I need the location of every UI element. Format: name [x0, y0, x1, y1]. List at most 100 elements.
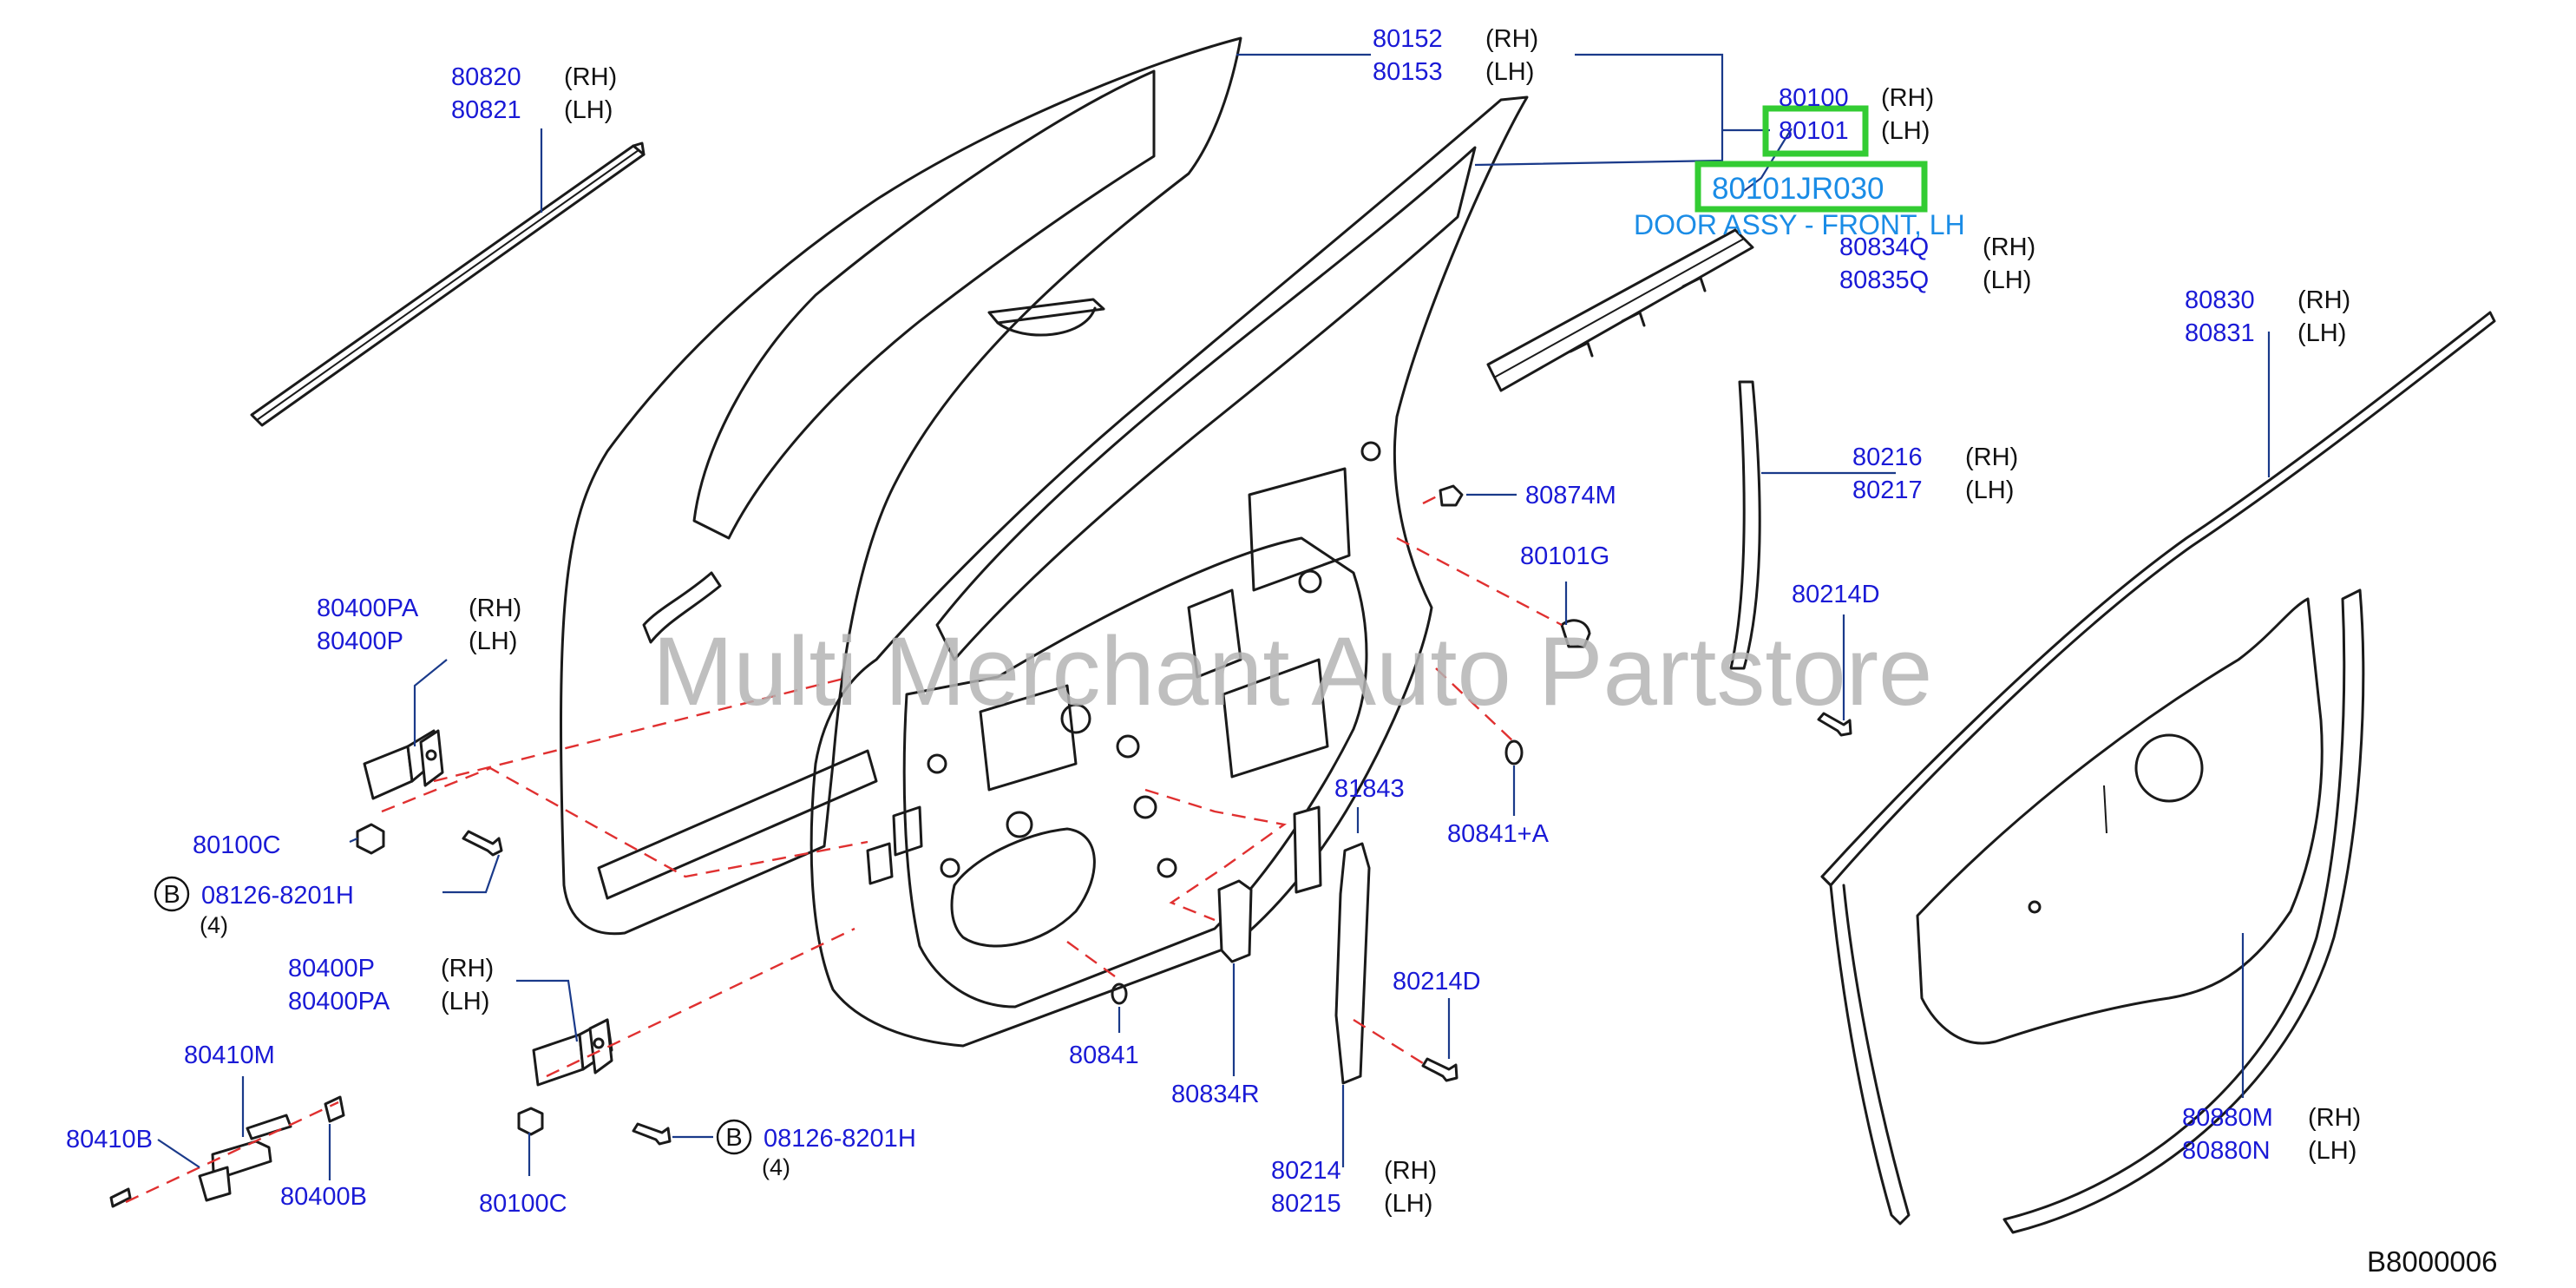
side-indicator: (RH): [469, 595, 521, 622]
side-indicator: (LH): [2308, 1137, 2356, 1165]
label-80410M[interactable]: 80410M: [184, 1042, 275, 1069]
side-indicator: (RH): [564, 63, 617, 91]
label-80400PA-lower[interactable]: 80400PA (LH): [288, 988, 489, 1015]
label-80835Q[interactable]: 80835Q (LH): [1839, 266, 2031, 294]
part-number[interactable]: 08126-8201H: [764, 1125, 916, 1153]
callout-circle: [716, 1119, 752, 1155]
lower-hinge-drawing: [532, 1018, 613, 1087]
label-80820[interactable]: 80820 (RH): [451, 63, 617, 91]
side-indicator: (LH): [1485, 58, 1534, 86]
side-indicator: (LH): [1384, 1190, 1432, 1218]
label-80880N[interactable]: 80880N (LH): [2182, 1137, 2356, 1165]
part-number[interactable]: 80831: [2185, 319, 2255, 347]
highlight-part-number[interactable]: 80101JR030: [1712, 172, 1884, 206]
label-80214[interactable]: 80214 (RH): [1271, 1157, 1437, 1185]
side-indicator: (RH): [1384, 1157, 1437, 1185]
door-sash-rear-drawing: [1729, 380, 1761, 670]
label-80217[interactable]: 80217 (LH): [1852, 476, 2014, 504]
division-bar-drawing: [1486, 228, 1754, 392]
callout-letter: B: [163, 881, 180, 909]
part-number[interactable]: 80400PA: [288, 988, 390, 1015]
callout-circle: [154, 876, 190, 912]
part-number[interactable]: 80830: [2185, 286, 2255, 314]
label-80100C-lower[interactable]: 80100C: [479, 1190, 567, 1218]
label-80830[interactable]: 80830 (RH): [2185, 286, 2350, 314]
label-80214D-lower[interactable]: 80214D: [1393, 968, 1481, 996]
side-indicator: (LH): [1881, 117, 1930, 145]
door-outer-panel-drawing: [560, 36, 1242, 936]
label-80100[interactable]: 80100 (RH): [1779, 84, 1934, 112]
side-indicator: (RH): [441, 955, 494, 982]
label-08126-8201H-upper[interactable]: B 08126-8201H (4): [154, 876, 354, 938]
label-80821[interactable]: 80821 (LH): [451, 96, 613, 124]
label-80410B[interactable]: 80410B: [66, 1126, 153, 1153]
part-number[interactable]: 80835Q: [1839, 266, 1929, 294]
diagram-code: B8000006: [2367, 1245, 2497, 1278]
part-number[interactable]: 80400P: [317, 628, 403, 655]
side-indicator: (RH): [1881, 84, 1934, 112]
part-number[interactable]: 80101: [1779, 117, 1849, 145]
side-indicator: (RH): [1485, 25, 1538, 53]
label-80400B[interactable]: 80400B: [280, 1183, 367, 1211]
label-80834R[interactable]: 80834R: [1171, 1081, 1260, 1108]
part-number[interactable]: 80820: [451, 63, 521, 91]
part-number[interactable]: 80834Q: [1839, 233, 1929, 261]
part-number[interactable]: 80152: [1373, 25, 1443, 53]
label-80841-A[interactable]: 80841+A: [1447, 820, 1550, 848]
dashed-guide-lines: [125, 493, 1563, 1204]
side-indicator: (RH): [1965, 444, 2018, 471]
side-indicator: (LH): [1983, 266, 2031, 294]
label-80400PA-upper[interactable]: 80400PA (RH): [317, 595, 521, 622]
side-indicator: (RH): [2308, 1104, 2361, 1132]
side-indicator: (LH): [564, 96, 613, 124]
label-80841[interactable]: 80841: [1069, 1042, 1139, 1069]
label-80831[interactable]: 80831 (LH): [2185, 319, 2346, 347]
watermark-text: Multi Merchant Auto Partstore: [652, 617, 1932, 726]
label-80400P-lower[interactable]: 80400P (RH): [288, 955, 494, 982]
side-indicator: (RH): [1983, 233, 2035, 261]
label-80400P-upper[interactable]: 80400P (LH): [317, 628, 517, 655]
label-80880M[interactable]: 80880M (RH): [2182, 1104, 2361, 1132]
label-80216[interactable]: 80216 (RH): [1852, 444, 2018, 471]
part-number[interactable]: 80214: [1271, 1157, 1341, 1185]
highlight-description: DOOR ASSY - FRONT, LH: [1634, 209, 1965, 240]
label-80152[interactable]: 80152 (RH): [1373, 25, 1538, 53]
hinge-nut-drawing: [356, 823, 544, 1136]
part-number[interactable]: 08126-8201H: [201, 882, 354, 910]
part-number[interactable]: 80100: [1779, 84, 1849, 112]
selected-part-box: [1762, 105, 1869, 157]
label-81843[interactable]: 81843: [1334, 775, 1405, 803]
label-80101[interactable]: 80101 (LH): [1779, 117, 1930, 145]
part-number[interactable]: 80821: [451, 96, 521, 124]
part-number[interactable]: 80880M: [2182, 1104, 2273, 1132]
door-inner-frame-drawing: [810, 95, 1529, 1048]
side-indicator: (LH): [441, 988, 489, 1015]
part-number[interactable]: 80217: [1852, 476, 1923, 504]
label-80214D-upper[interactable]: 80214D: [1792, 581, 1880, 608]
side-indicator: (RH): [2297, 286, 2350, 314]
part-number[interactable]: 80215: [1271, 1190, 1341, 1218]
label-80100C-upper[interactable]: 80100C: [193, 831, 281, 859]
part-number[interactable]: 80400PA: [317, 595, 419, 622]
bolt-drawings: [109, 712, 1852, 1208]
label-80215[interactable]: 80215 (LH): [1271, 1190, 1432, 1218]
part-number[interactable]: 80880N: [2182, 1137, 2271, 1165]
label-80101G[interactable]: 80101G: [1520, 542, 1609, 570]
door-check-link-drawing: [198, 1114, 292, 1202]
quantity: (4): [200, 912, 228, 938]
side-indicator: (LH): [2297, 319, 2346, 347]
part-number[interactable]: 80153: [1373, 58, 1443, 86]
leader-lines: [157, 53, 2271, 1180]
door-weatherstrip-drawing: [1820, 311, 2496, 1226]
callout-letter: B: [725, 1124, 742, 1152]
label-80153[interactable]: 80153 (LH): [1373, 58, 1534, 86]
part-number[interactable]: 80400P: [288, 955, 375, 982]
door-sash-moulding-drawing: [250, 141, 646, 427]
label-80834Q[interactable]: 80834Q (RH): [1839, 233, 2035, 261]
part-number[interactable]: 80216: [1852, 444, 1923, 471]
label-08126-8201H-lower[interactable]: B 08126-8201H (4): [716, 1119, 916, 1180]
highlight-part-number-box: [1694, 161, 1928, 213]
label-80874M[interactable]: 80874M: [1525, 482, 1616, 509]
quantity: (4): [762, 1154, 790, 1180]
side-indicator: (LH): [1965, 476, 2014, 504]
